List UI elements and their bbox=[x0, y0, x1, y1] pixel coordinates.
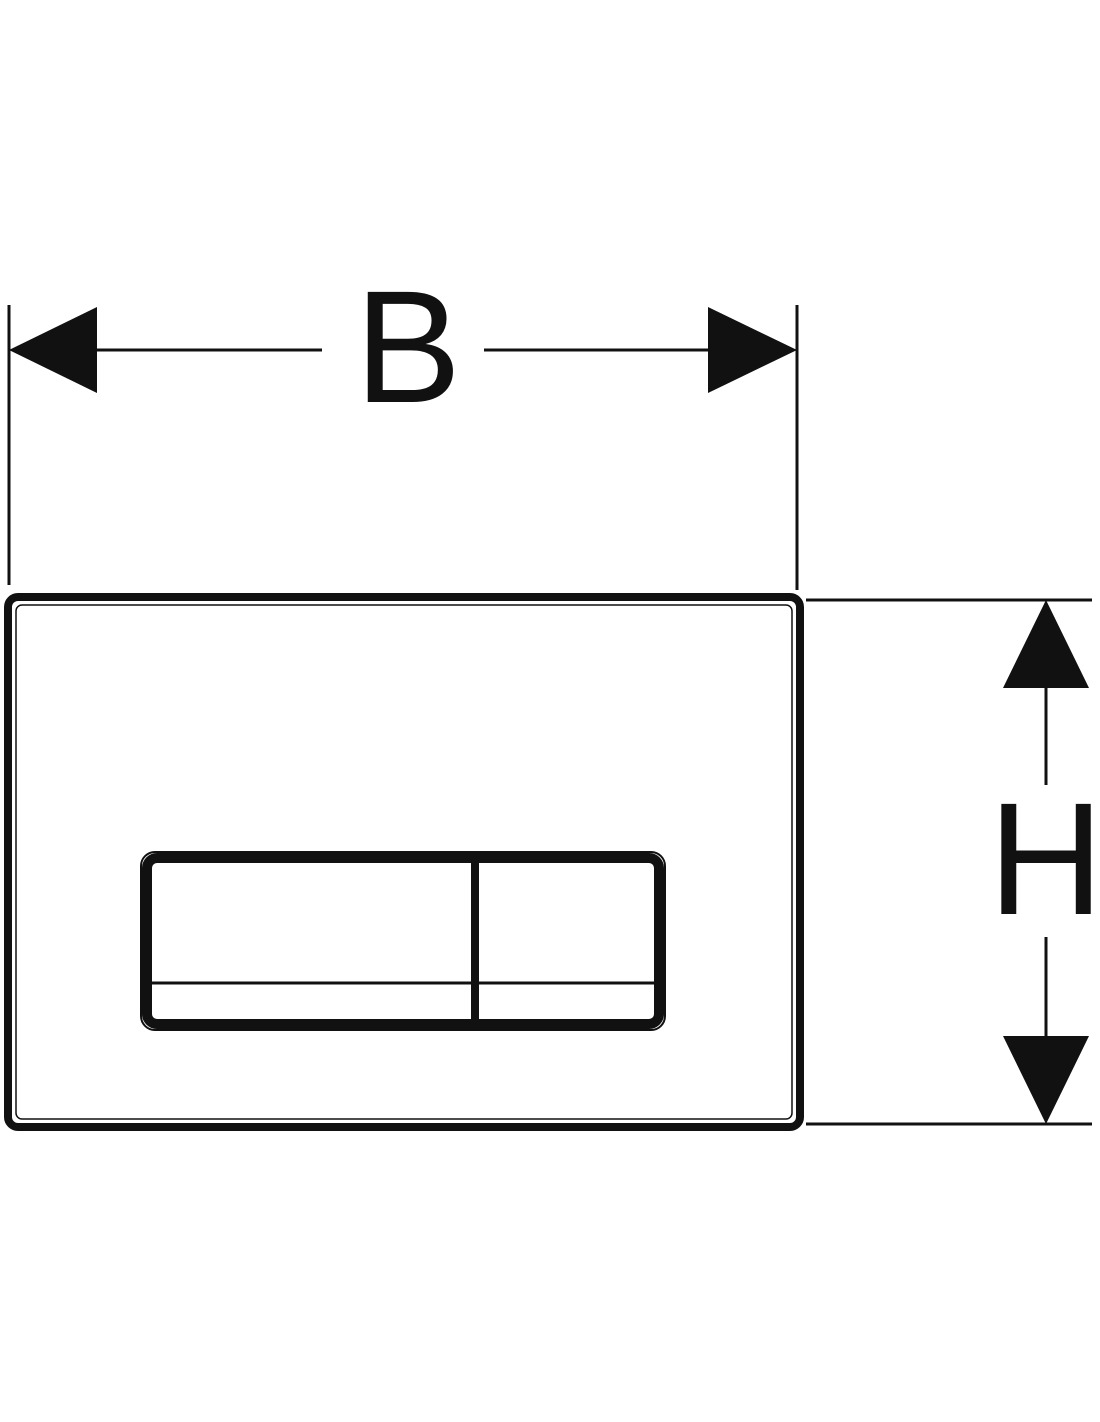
dimension-label-height: H bbox=[988, 769, 1100, 948]
arrow-right-icon bbox=[708, 307, 797, 393]
button-frame bbox=[142, 853, 664, 1029]
plate-inner-edge bbox=[15, 604, 793, 1120]
plate-outline bbox=[4, 593, 804, 1131]
arrow-left-icon bbox=[9, 307, 97, 393]
arrow-down-icon bbox=[1003, 1036, 1089, 1124]
dimension-label-width: B bbox=[355, 257, 462, 436]
arrow-up-icon bbox=[1003, 600, 1089, 688]
button-frame-outer bbox=[140, 851, 666, 1031]
